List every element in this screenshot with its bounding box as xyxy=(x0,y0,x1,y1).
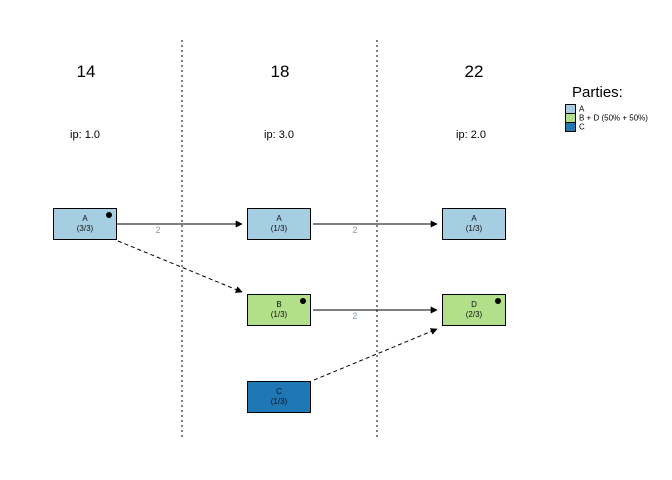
node-value: (3/3) xyxy=(76,224,94,233)
node-A-gen18: A (1/3) xyxy=(247,208,311,240)
node-label: C xyxy=(276,387,282,396)
node-B-gen18: B (1/3) xyxy=(247,294,311,326)
node-A-gen14: A (3/3) xyxy=(53,208,117,240)
dot-marker xyxy=(495,298,501,304)
edge-weight-label: 2 xyxy=(155,225,161,235)
node-label: B xyxy=(276,300,282,309)
node-label: A xyxy=(471,214,477,223)
generation-header-18: 18 xyxy=(270,62,290,81)
ip-label-gen14: ip: 1.0 xyxy=(70,129,100,141)
legend-entry-C: C xyxy=(579,122,585,132)
ip-label-gen22: ip: 2.0 xyxy=(456,129,486,141)
legend-swatch-C xyxy=(565,122,576,132)
edge-C18-D22 xyxy=(313,328,438,381)
legend-entry-A: A xyxy=(579,104,585,114)
node-value: (1/3) xyxy=(270,397,288,406)
node-A-gen22: A (1/3) xyxy=(442,208,506,240)
edge-weight-label: 2 xyxy=(352,311,358,321)
node-value: (2/3) xyxy=(465,310,483,319)
generation-header-22: 22 xyxy=(464,62,484,81)
ip-label-gen18: ip: 3.0 xyxy=(264,129,294,141)
legend-entry-BD: B + D (50% + 50%) xyxy=(579,113,648,123)
legend-title: Parties: xyxy=(572,84,623,101)
node-value: (1/3) xyxy=(465,224,483,233)
edge-weight-label: 2 xyxy=(352,225,358,235)
node-D-gen22: D (2/3) xyxy=(442,294,506,326)
edge-A14-B18 xyxy=(117,240,243,293)
dot-marker xyxy=(106,212,112,218)
dot-marker xyxy=(300,298,306,304)
node-label: A xyxy=(276,214,282,223)
node-value: (1/3) xyxy=(270,224,288,233)
node-label: D xyxy=(471,300,477,309)
node-value: (1/3) xyxy=(270,310,288,319)
generation-header-14: 14 xyxy=(76,62,96,81)
node-C-gen18: C (1/3) xyxy=(247,381,311,413)
node-label: A xyxy=(82,214,88,223)
